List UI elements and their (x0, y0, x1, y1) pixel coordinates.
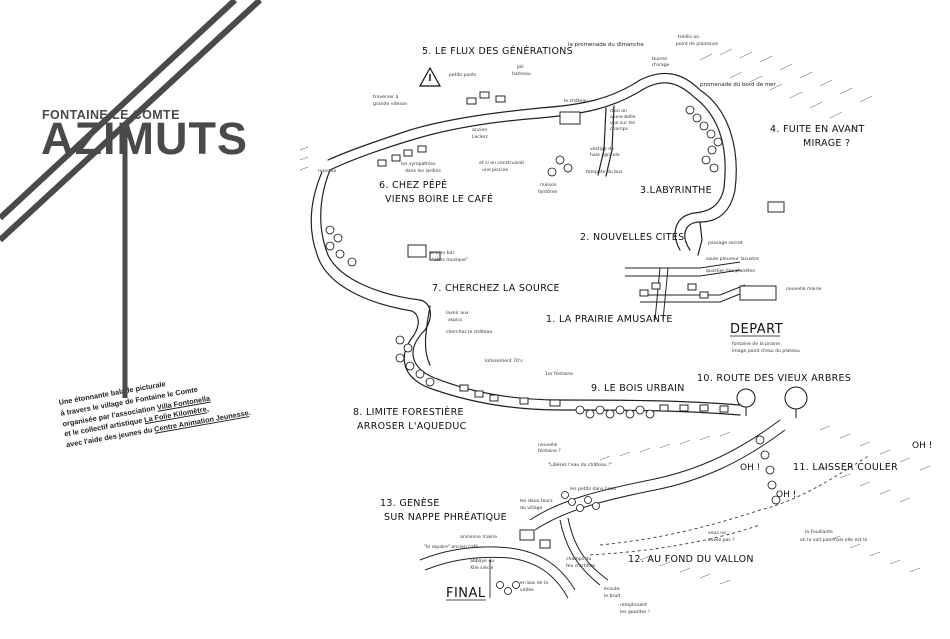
annotation: les deux tours (520, 498, 553, 504)
annotation: les sympathies (401, 161, 436, 167)
annotation: aspics (448, 317, 463, 323)
annotation: le bruit (604, 593, 621, 599)
depart-note: fontaine de la prairie (732, 341, 780, 347)
annotation: XIIe siècle (470, 564, 493, 571)
stop-13-label2: SUR NAPPE PHRÉATIQUE (384, 511, 507, 523)
annotation: "Libérez l'eau du château !" (548, 461, 612, 468)
annotation: du village (520, 505, 543, 511)
old-trees (736, 386, 808, 418)
title-name: AZIMUTS (41, 113, 248, 164)
annotation: saule pleureur lacustre (706, 256, 759, 262)
annotation: dans les jardins (405, 168, 441, 174)
warning-sign-icon (418, 66, 442, 87)
annotation: point de plaisance (676, 41, 718, 47)
annotation: treillis où (678, 33, 699, 40)
annotation: champs du (566, 556, 591, 562)
annotation: "le repaire" ancien café (424, 543, 478, 550)
stop-2-label: 2. NOUVELLES CITÉS (580, 231, 684, 243)
annotation: lavoir aux (446, 310, 469, 316)
annotation: nouvelle mairie (786, 286, 822, 292)
annotation: haie agricole (590, 152, 620, 158)
annotation: feu d'artifice (566, 563, 595, 569)
annotation: joli (516, 64, 524, 70)
annotation: abbaye du (470, 558, 494, 564)
stop-4-label: 4. FUITE EN AVANT (770, 124, 865, 135)
annotation: en bas de la (520, 580, 548, 586)
annotation: roseaux (318, 168, 337, 174)
annotation: 1er fontaine (545, 371, 573, 377)
annotation: quartier des planètes (706, 267, 756, 274)
annotation: "chez musique" (432, 257, 468, 263)
annotation: a une belle (610, 114, 636, 120)
stop-7-label: 7. CHERCHEZ LA SOURCE (432, 283, 560, 294)
annotation: vallée (520, 586, 534, 593)
stop-8-label2: ARROSER L'AQUEDUC (357, 421, 467, 432)
stop-5-label: 5. LE FLUX DES GÉNÉRATIONS (422, 45, 573, 57)
annotation: la Feuillante (805, 529, 833, 535)
annotation: fantôme (538, 188, 557, 195)
annotation: la promenade du dimanche (568, 42, 644, 48)
valley-roads (419, 419, 786, 599)
annotation: ancien bar (430, 250, 454, 256)
houses (377, 91, 785, 549)
annotation: d'où on (610, 107, 627, 114)
annotation: ancienne mairie (460, 534, 497, 540)
annotation: nouvelle (538, 442, 558, 448)
annotation: vestige de (590, 146, 614, 152)
cites-roads (625, 261, 746, 321)
annotation: le château (564, 97, 588, 104)
annotation: tempête du bus (586, 168, 623, 175)
final-label: FINAL (446, 586, 486, 601)
annotation: une piscine (482, 167, 508, 173)
annotation: et si on construisait (479, 160, 524, 166)
annotation: passage secret (708, 240, 743, 246)
stop-11-label: 11. LAISSER COULER (793, 462, 898, 473)
annotation: ancien (472, 127, 487, 133)
oh-label: OH ! (912, 441, 932, 451)
annotation: écoute (604, 585, 620, 592)
stop-12-label: 12. AU FOND DU VALLON (628, 554, 754, 565)
annotation: vue sur les (610, 120, 636, 126)
depart-label: DEPART (730, 322, 783, 337)
annotation: tourne (652, 56, 667, 62)
annotation: savez pas ? (708, 537, 735, 543)
stop-1-label: 1. LA PRAIRIE AMUSANTE (546, 314, 673, 325)
annotation: cherchez le château (446, 328, 492, 335)
annotation: promenade du bord de mer (700, 82, 777, 88)
annotation: lotissement 70's (485, 358, 523, 364)
annotation: Leclerc (472, 134, 489, 140)
stop-10-label: 10. ROUTE DES VIEUX ARBRES (697, 373, 851, 384)
annotation: d'orage (652, 62, 670, 68)
oh-label: OH ! (776, 490, 796, 500)
annotation: les gourdes ! (620, 609, 650, 615)
stop-9-label: 9. LE BOIS URBAIN (591, 383, 685, 394)
stop-6-label: 6. CHEZ PÉPÉ (379, 179, 447, 191)
depart-note: image point d'eau du plateau (732, 348, 800, 354)
annotation: vous ne (708, 531, 726, 536)
tree-clusters (325, 105, 781, 595)
annotation: champs (610, 126, 629, 132)
annotation: grande vitesse (373, 101, 407, 107)
stop-8-label: 8. LIMITE FORESTIÈRE (353, 406, 464, 418)
annotation: fontaine ? (538, 448, 561, 454)
stop-4-label2: MIRAGE ? (803, 138, 850, 149)
annotation: hameau (512, 71, 531, 77)
annotation: traverser à (373, 93, 399, 100)
annotation: on la voit pas mais elle est là (800, 536, 867, 543)
annotation: les petits dans l'eau (570, 486, 616, 492)
oh-label: OH ! (740, 463, 760, 473)
valley-river (589, 454, 871, 556)
annotation: petits ponts (449, 72, 477, 78)
diagonal-line-upper (0, 0, 238, 221)
main-road (310, 72, 741, 416)
field-hatching (299, 48, 931, 585)
annotation: maison (540, 182, 557, 188)
stop-3-label: 3.LABYRINTHE (640, 185, 712, 196)
stop-13-label: 13. GENÈSE (380, 497, 440, 509)
stop-6-label2: VIENS BOIRE LE CAFÉ (385, 193, 493, 205)
diagonal-line-lower (0, 0, 263, 243)
annotation: remplissant (620, 602, 647, 608)
